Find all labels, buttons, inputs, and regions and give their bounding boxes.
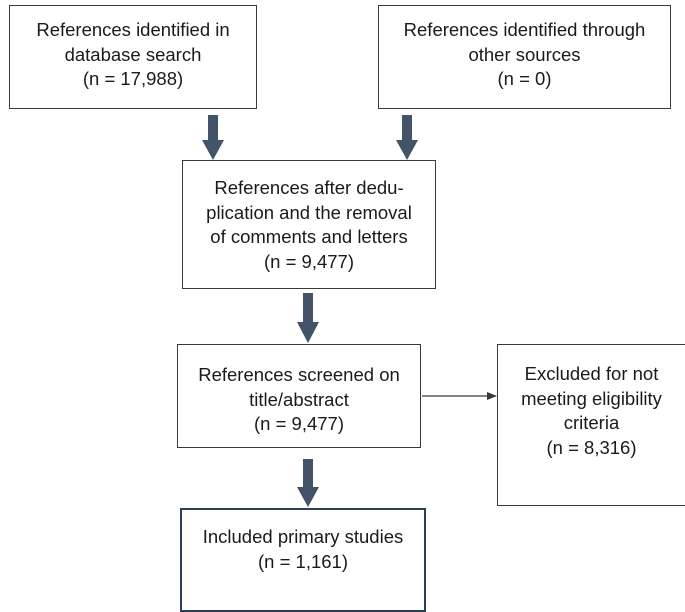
screened-line-1: References screened on xyxy=(198,364,400,385)
included-line-1: Included primary studies xyxy=(202,526,404,547)
deduplication-line-3: of comments and letters xyxy=(210,226,408,248)
screened-box: References screened on title/abstract (n… xyxy=(177,344,421,448)
other-sources-line-2: other sources xyxy=(468,43,581,65)
deduplication-line-2: plication and the removal xyxy=(206,201,412,223)
arrow-screened-to-included xyxy=(297,459,319,507)
included-count: (n = 1,161) xyxy=(258,550,348,572)
arrow-other-to-dedup xyxy=(396,115,418,160)
database-search-box: References identified in database search… xyxy=(9,5,257,109)
database-search-count: (n = 17,988) xyxy=(82,68,184,90)
other-sources-count: (n = 0) xyxy=(497,68,552,90)
arrow-database-to-dedup xyxy=(202,115,224,160)
excluded-box: Excluded for not meeting eligibility cri… xyxy=(497,344,685,506)
excluded-count: (n = 8,316) xyxy=(546,436,637,458)
deduplication-box: References after dedu- plication and the… xyxy=(182,160,436,289)
excluded-line-1: Excluded for not xyxy=(524,363,659,384)
deduplication-count: (n = 9,477) xyxy=(264,250,354,272)
screened-line-2: title/abstract xyxy=(249,388,349,410)
other-sources-box: References identified through other sour… xyxy=(378,5,671,109)
excluded-line-2: meeting eligibility xyxy=(521,387,662,409)
excluded-line-3: criteria xyxy=(563,412,620,434)
database-search-line-1: References identified in xyxy=(36,19,230,40)
deduplication-line-1: References after dedu- xyxy=(214,177,404,198)
other-sources-line-1: References identified through xyxy=(403,19,646,40)
included-box: Included primary studies (n = 1,161) xyxy=(180,508,426,612)
arrow-dedup-to-screened xyxy=(297,293,319,343)
screened-count: (n = 9,477) xyxy=(254,413,344,435)
database-search-line-2: database search xyxy=(64,43,202,65)
